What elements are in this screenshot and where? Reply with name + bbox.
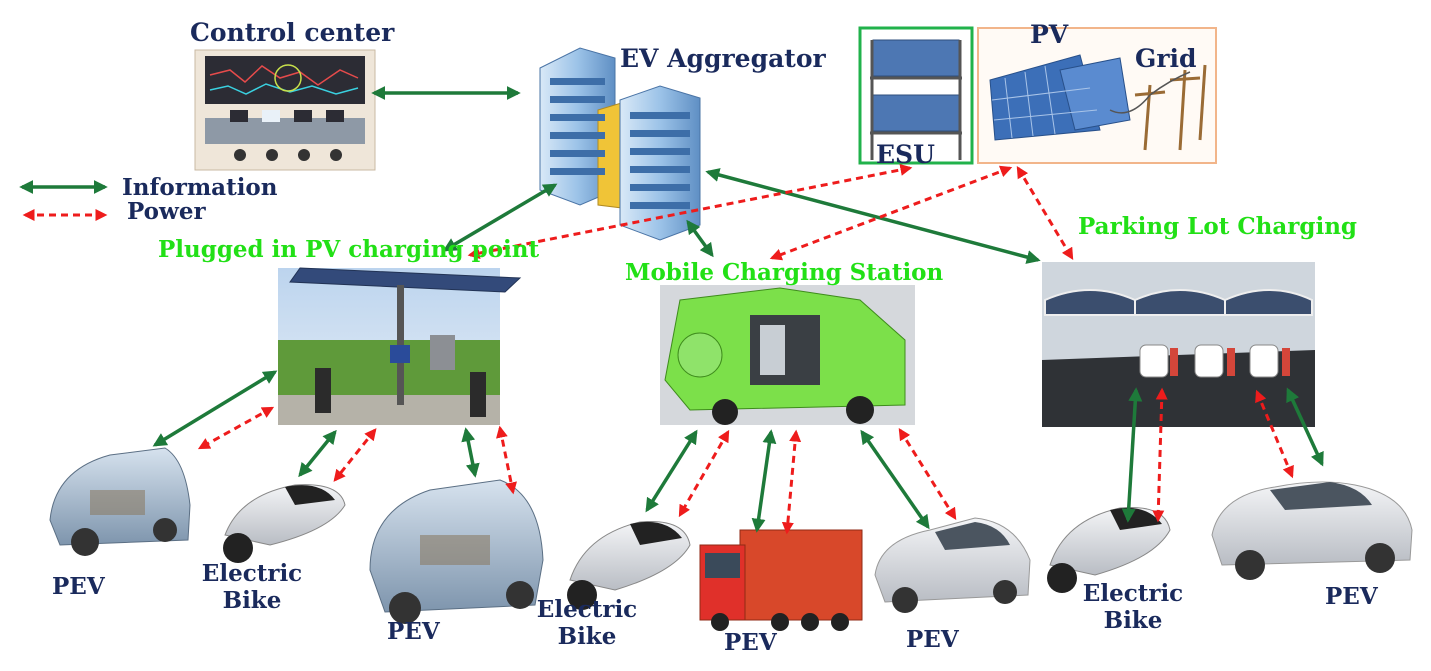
power-arrow-mobile-bike2 bbox=[678, 429, 730, 518]
info-arrow-aggregator-parking bbox=[705, 168, 1041, 264]
parking-lot-charging-label: Parking Lot Charging bbox=[1078, 213, 1357, 240]
electric-bike-image-1 bbox=[223, 484, 346, 563]
info-arrow-pvpoint-pev2 bbox=[461, 427, 480, 478]
legend-information-label: Information bbox=[122, 174, 278, 201]
electric-bike-label-2-line2: Bike bbox=[557, 623, 617, 650]
electric-bike-label-1-line1: Electric bbox=[201, 560, 303, 587]
power-arrow-parking-bike3 bbox=[1152, 387, 1168, 523]
pv-label: PV bbox=[1030, 20, 1069, 49]
electric-bike-image-3 bbox=[1047, 506, 1171, 593]
pev-label-5: PEV bbox=[1325, 583, 1378, 610]
legend-power-label: Power bbox=[127, 198, 206, 225]
mobile-charging-station-image bbox=[660, 285, 915, 425]
pev-label-4: PEV bbox=[906, 626, 959, 653]
power-arrow-mobile-truck bbox=[781, 429, 802, 535]
mobile-charging-station-label: Mobile Charging Station bbox=[625, 259, 944, 286]
esu-label: ESU bbox=[876, 140, 935, 169]
info-arrow-parking-bike3 bbox=[1121, 387, 1143, 523]
control-center-image bbox=[194, 49, 376, 171]
electric-bike-label-1: Electric Bike bbox=[197, 562, 307, 612]
pv-charging-point-label: Plugged in PV charging point bbox=[158, 236, 540, 263]
pev-label-1: PEV bbox=[52, 573, 105, 600]
electric-bike-image-2 bbox=[567, 520, 691, 610]
pev-cutaway-car-image-2 bbox=[369, 479, 544, 624]
control-center-label: Control center bbox=[190, 18, 395, 47]
info-arrow-pvpoint-pev1 bbox=[152, 370, 278, 447]
power-arrow-pvpoint-pev1 bbox=[197, 406, 275, 450]
power-arrow-parking-sedan2 bbox=[1255, 389, 1294, 479]
electric-bike-label-2-line1: Electric bbox=[536, 596, 638, 623]
ev-aggregator-label: EV Aggregator bbox=[620, 44, 826, 73]
electric-bike-label-3-line2: Bike bbox=[1103, 607, 1163, 634]
power-arrow-pv-mobile bbox=[769, 165, 1013, 261]
power-arrow-grid-parking bbox=[1016, 165, 1074, 261]
esu-storage-image bbox=[858, 26, 974, 165]
pv-charging-point-image bbox=[278, 267, 522, 425]
info-arrow-mobile-sedan1 bbox=[860, 429, 930, 530]
electric-bike-label-2: Electric Bike bbox=[532, 598, 642, 648]
pev-label-2: PEV bbox=[387, 618, 440, 645]
grid-label: Grid bbox=[1135, 44, 1197, 73]
ev-aggregator-servers-image bbox=[539, 47, 701, 241]
pev-label-3: PEV bbox=[724, 629, 777, 656]
pev-sedan-image-2 bbox=[1211, 481, 1413, 580]
electric-bike-label-3-line1: Electric bbox=[1082, 580, 1184, 607]
pv-grid-image bbox=[977, 27, 1217, 164]
power-arrow-mobile-sedan1 bbox=[898, 427, 957, 521]
power-arrow-pvpoint-pev2 bbox=[496, 425, 517, 495]
power-arrow-pvpoint-bike1 bbox=[333, 428, 377, 482]
pev-truck-image bbox=[699, 529, 863, 631]
electric-bike-label-3: Electric Bike bbox=[1078, 582, 1188, 632]
info-arrow-pvpoint-bike1 bbox=[298, 429, 337, 478]
parking-lot-charging-image bbox=[1042, 262, 1315, 427]
pev-sedan-image-1 bbox=[874, 517, 1031, 613]
info-arrow-mobile-truck bbox=[751, 429, 777, 533]
electric-bike-label-1-line2: Bike bbox=[222, 587, 282, 614]
pev-cutaway-car-image-1 bbox=[49, 447, 191, 556]
info-arrow-aggregator-mobile bbox=[686, 219, 714, 258]
